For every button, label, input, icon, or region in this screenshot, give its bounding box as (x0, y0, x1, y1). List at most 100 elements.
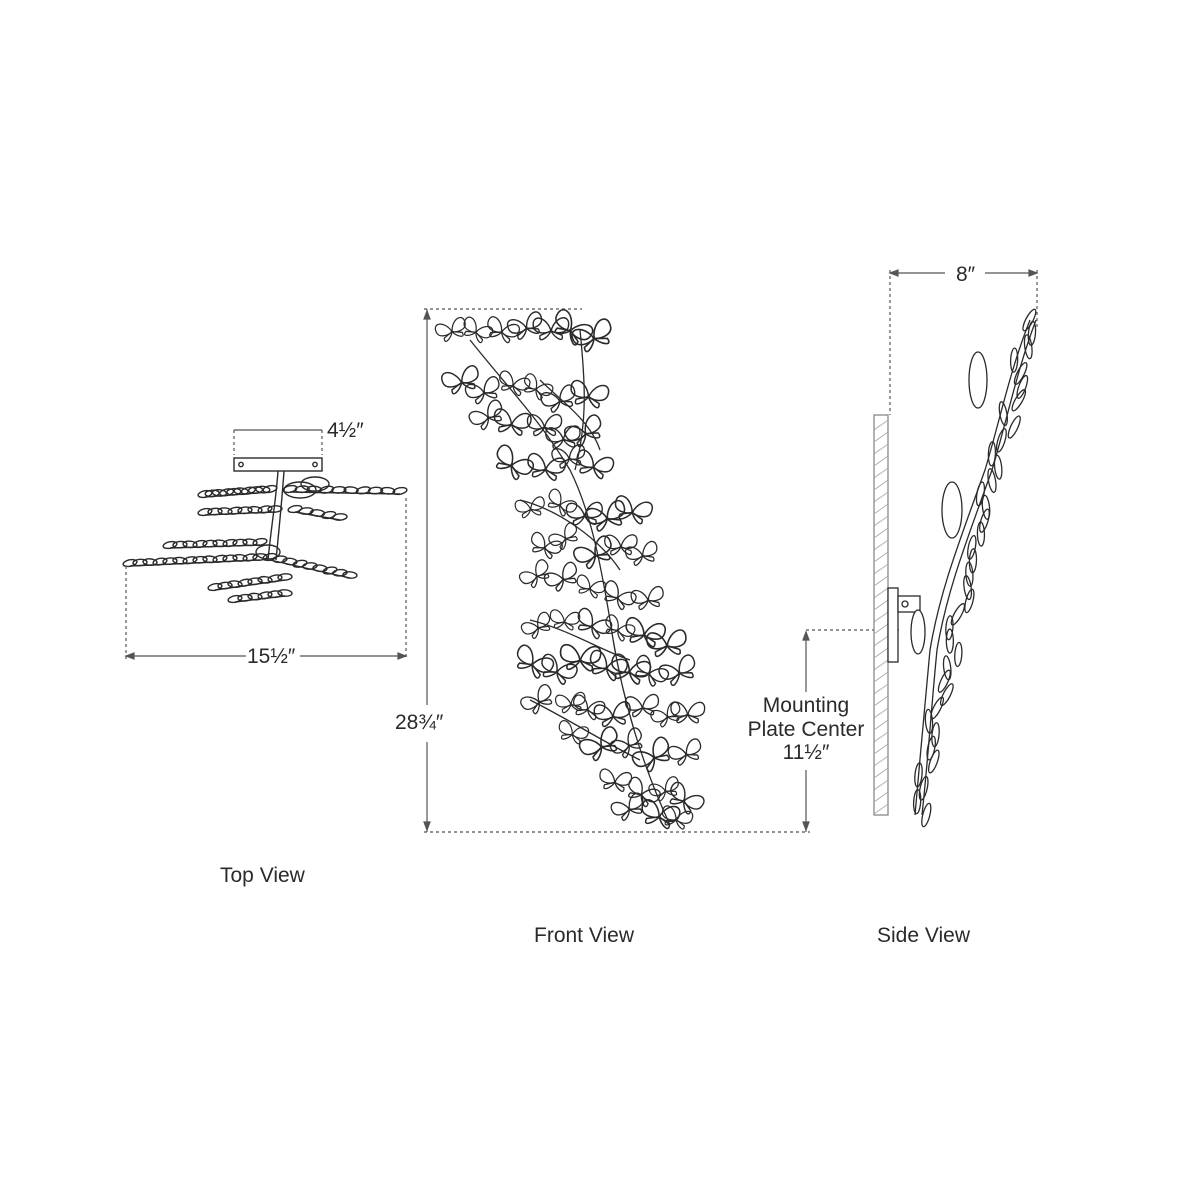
wall-hatch-line (873, 791, 889, 803)
butterfly (487, 316, 521, 344)
side-leaf (1007, 415, 1021, 439)
side-leaf (965, 561, 974, 587)
side-leaf (998, 401, 1008, 427)
top-leaf (217, 581, 233, 590)
top-leaf (202, 539, 218, 548)
front-view-drawing (434, 309, 706, 830)
top-leaf (192, 539, 208, 549)
wall-hatch-line (873, 755, 889, 767)
top-view-drawing (122, 457, 408, 604)
top-leaf (267, 505, 283, 513)
front-height-dimension: 28¾″ (395, 711, 444, 734)
butterfly (564, 414, 602, 448)
butterfly (520, 611, 551, 640)
top-leaf (262, 484, 278, 494)
butterfly (441, 365, 479, 395)
top-leaf (242, 553, 258, 562)
butterfly (604, 534, 638, 556)
wall-hatch-line (873, 707, 889, 719)
side-leaf (945, 628, 955, 654)
butterfly (434, 316, 466, 342)
side-leaf (1023, 334, 1033, 360)
top-leaf (152, 557, 168, 566)
side-depth-dimension: 8″ (956, 263, 976, 286)
top-leaf (380, 486, 396, 495)
wall-hatch-line (873, 695, 889, 707)
wall-hatch-line (873, 551, 889, 563)
top-leaf (122, 558, 138, 568)
butterfly (559, 643, 602, 672)
top-leaf (227, 594, 243, 604)
wall-hatch-line (873, 743, 889, 755)
wall-hatch-line (873, 611, 889, 623)
top-leaf (247, 577, 263, 586)
wall-hatch-line (873, 635, 889, 647)
side-leaf (918, 775, 929, 801)
top-leaf (222, 554, 238, 563)
top-leaf (222, 538, 238, 548)
top-leaf (392, 486, 408, 496)
side-leaf (1011, 389, 1027, 412)
side-leaf (921, 802, 932, 828)
top-plate-dimension: 4½″ (327, 419, 364, 442)
wall-hatch-line (873, 503, 889, 515)
butterfly (635, 654, 670, 687)
top-leaf (212, 554, 228, 563)
butterfly (650, 701, 681, 728)
top-leaf (332, 513, 348, 521)
butterfly (514, 496, 545, 519)
wall-hatch-line (873, 599, 889, 611)
top-leaf (192, 555, 208, 564)
side-view-drawing (873, 308, 1037, 828)
side-leaf (942, 655, 952, 681)
wall-hatch-line (873, 803, 889, 815)
side-leaf (975, 481, 986, 507)
butterfly (667, 738, 702, 766)
top-leaf (343, 486, 359, 495)
top-leaf (172, 556, 188, 565)
wall-hatch-line (873, 467, 889, 479)
top-leaf (267, 574, 283, 583)
wall-hatch-line (873, 539, 889, 551)
side-leaf (1016, 374, 1029, 399)
wall-hatch-line (873, 719, 889, 731)
side-leaf (927, 749, 940, 774)
top-leaf (321, 510, 337, 520)
wall-hatch-line (873, 563, 889, 575)
top-leaf (211, 488, 228, 497)
side-leaf (981, 494, 991, 520)
wall-hatch-line (873, 659, 889, 671)
mounting-label-line-1: Mounting (762, 694, 850, 717)
top-leaf (233, 487, 249, 496)
butterfly (611, 653, 652, 685)
top-leaf (227, 506, 243, 515)
side-leaf (967, 534, 977, 560)
top-leaf (217, 507, 233, 516)
top-leaf (132, 558, 148, 567)
side-leaf (987, 441, 997, 467)
wall-hatch-line (873, 683, 889, 695)
top-leaf (342, 571, 358, 579)
butterfly (520, 684, 553, 715)
top-leaf (197, 507, 213, 517)
top-leaf (257, 505, 273, 514)
wall-hatch-line (873, 671, 889, 683)
top-leaf (232, 538, 248, 547)
wall-hatch-line (873, 491, 889, 503)
butterfly (614, 495, 654, 525)
top-leaf (182, 556, 198, 565)
butterfly (570, 379, 610, 409)
top-width-dimension: 15½″ (247, 645, 296, 668)
side-leaf (939, 683, 954, 707)
side-leaf (964, 588, 975, 614)
butterfly (464, 376, 500, 405)
butterfly (548, 522, 578, 551)
butterfly (670, 701, 706, 724)
wall-hatch-line (873, 431, 889, 443)
butterfly (527, 452, 567, 481)
butterfly (463, 316, 494, 344)
top-leaf (207, 582, 223, 592)
side-leaf (979, 508, 990, 533)
top-leaf (162, 557, 178, 566)
butterfly (518, 559, 550, 589)
